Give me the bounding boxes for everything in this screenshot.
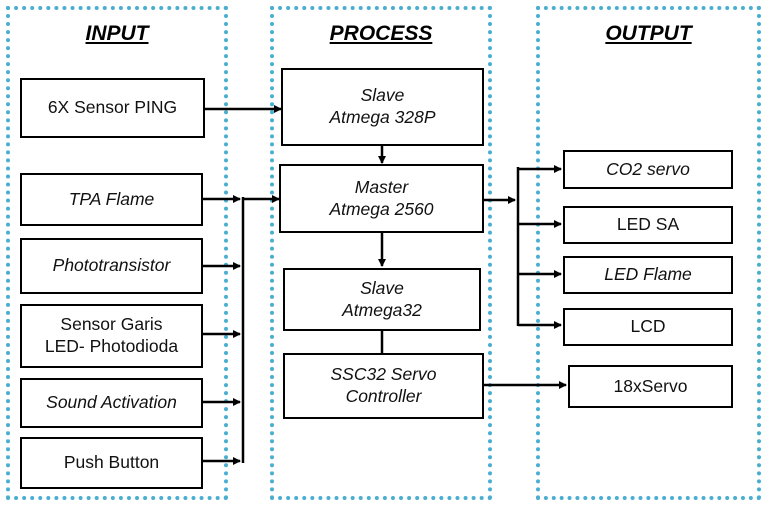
block-co2-servo: CO2 servo (563, 150, 733, 189)
block-lcd: LCD (563, 308, 733, 346)
block-ssc32-controller: SSC32 Servo Controller (283, 353, 484, 419)
block-sensor-garis: Sensor Garis LED- Photodioda (20, 304, 203, 368)
block-slave-atmega32: Slave Atmega32 (283, 268, 481, 331)
block-slave-atmega328p: Slave Atmega 328P (281, 68, 484, 146)
block-master-atmega2560: Master Atmega 2560 (279, 164, 484, 233)
block-phototransistor: Phototransistor (20, 238, 203, 294)
block-tpa-flame: TPA Flame (20, 173, 203, 226)
block-18xservo: 18xServo (568, 365, 733, 408)
block-led-sa: LED SA (563, 206, 733, 244)
input-title: INPUT (85, 22, 149, 45)
process-title: PROCESS (329, 22, 433, 45)
process-panel (270, 6, 492, 500)
block-push-button: Push Button (20, 437, 203, 489)
block-sensor-ping: 6X Sensor PING (20, 78, 205, 138)
input-panel (6, 6, 228, 500)
output-panel (536, 6, 761, 500)
block-led-flame: LED Flame (563, 256, 733, 294)
block-sound-activation: Sound Activation (20, 378, 203, 428)
output-title: OUTPUT (605, 22, 692, 45)
